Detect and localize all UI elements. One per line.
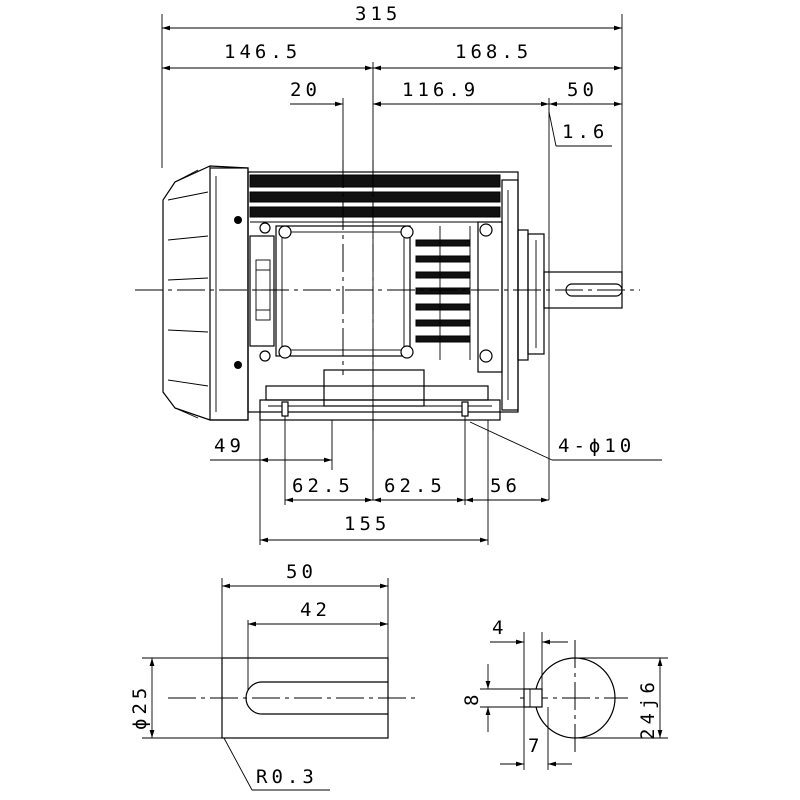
dim-foot-left: 62.5 [285, 475, 373, 503]
dim-offset-20-label: 20 [290, 79, 321, 101]
dim-key-depth-label: 7 [528, 735, 543, 757]
dim-overall: 315 [162, 3, 622, 31]
dim-foot-left-label: 62.5 [292, 475, 354, 497]
shaft-detail: 50 42 ϕ25 R0.3 [129, 561, 420, 791]
dim-key-length-label: 42 [300, 599, 331, 621]
extension-lines [161, 14, 623, 500]
dim-foot-span-label: 155 [344, 513, 390, 535]
dim-shaft-extension-label: 50 [567, 79, 598, 101]
dim-shaft-extension: 50 [549, 79, 622, 107]
dim-49: 49 [210, 435, 332, 463]
dim-gap-label: 1.6 [562, 121, 608, 143]
dim-49-label: 49 [214, 435, 245, 457]
dim-left-length: 146.5 [162, 41, 373, 71]
dim-shaft-diameter-label: ϕ25 [129, 684, 151, 730]
dim-key-width-label: 4 [492, 617, 507, 639]
dim-offset-20: 20 [290, 79, 400, 107]
bottom-extension-lines [259, 416, 489, 545]
dim-right-length-label: 168.5 [455, 41, 532, 63]
dim-116-9-label: 116.9 [402, 79, 479, 101]
dim-key-height-label: 8 [461, 691, 483, 706]
dim-foot-right: 62.5 [373, 475, 465, 503]
dim-gap: 1.6 [548, 111, 612, 147]
dim-left-length-label: 146.5 [224, 41, 301, 63]
dim-right-length: 168.5 [373, 41, 622, 71]
dim-holes-label: 4-ϕ10 [558, 435, 635, 457]
dim-holes: 4-ϕ10 [469, 421, 662, 461]
shaft-section: 4 8 7 24j6 [461, 617, 668, 770]
motor-body [162, 165, 623, 421]
dim-overall-label: 315 [355, 3, 401, 25]
dim-fillet-label: R0.3 [256, 766, 318, 788]
dim-116-9: 116.9 [373, 79, 549, 107]
dim-shaft-length-label: 50 [286, 561, 317, 583]
dim-foot-span: 155 [260, 513, 488, 543]
dim-shaft-fit-label: 24j6 [637, 678, 659, 740]
dim-foot-right-label: 62.5 [384, 475, 446, 497]
dim-56: 56 [465, 475, 549, 503]
dim-56-label: 56 [490, 475, 521, 497]
